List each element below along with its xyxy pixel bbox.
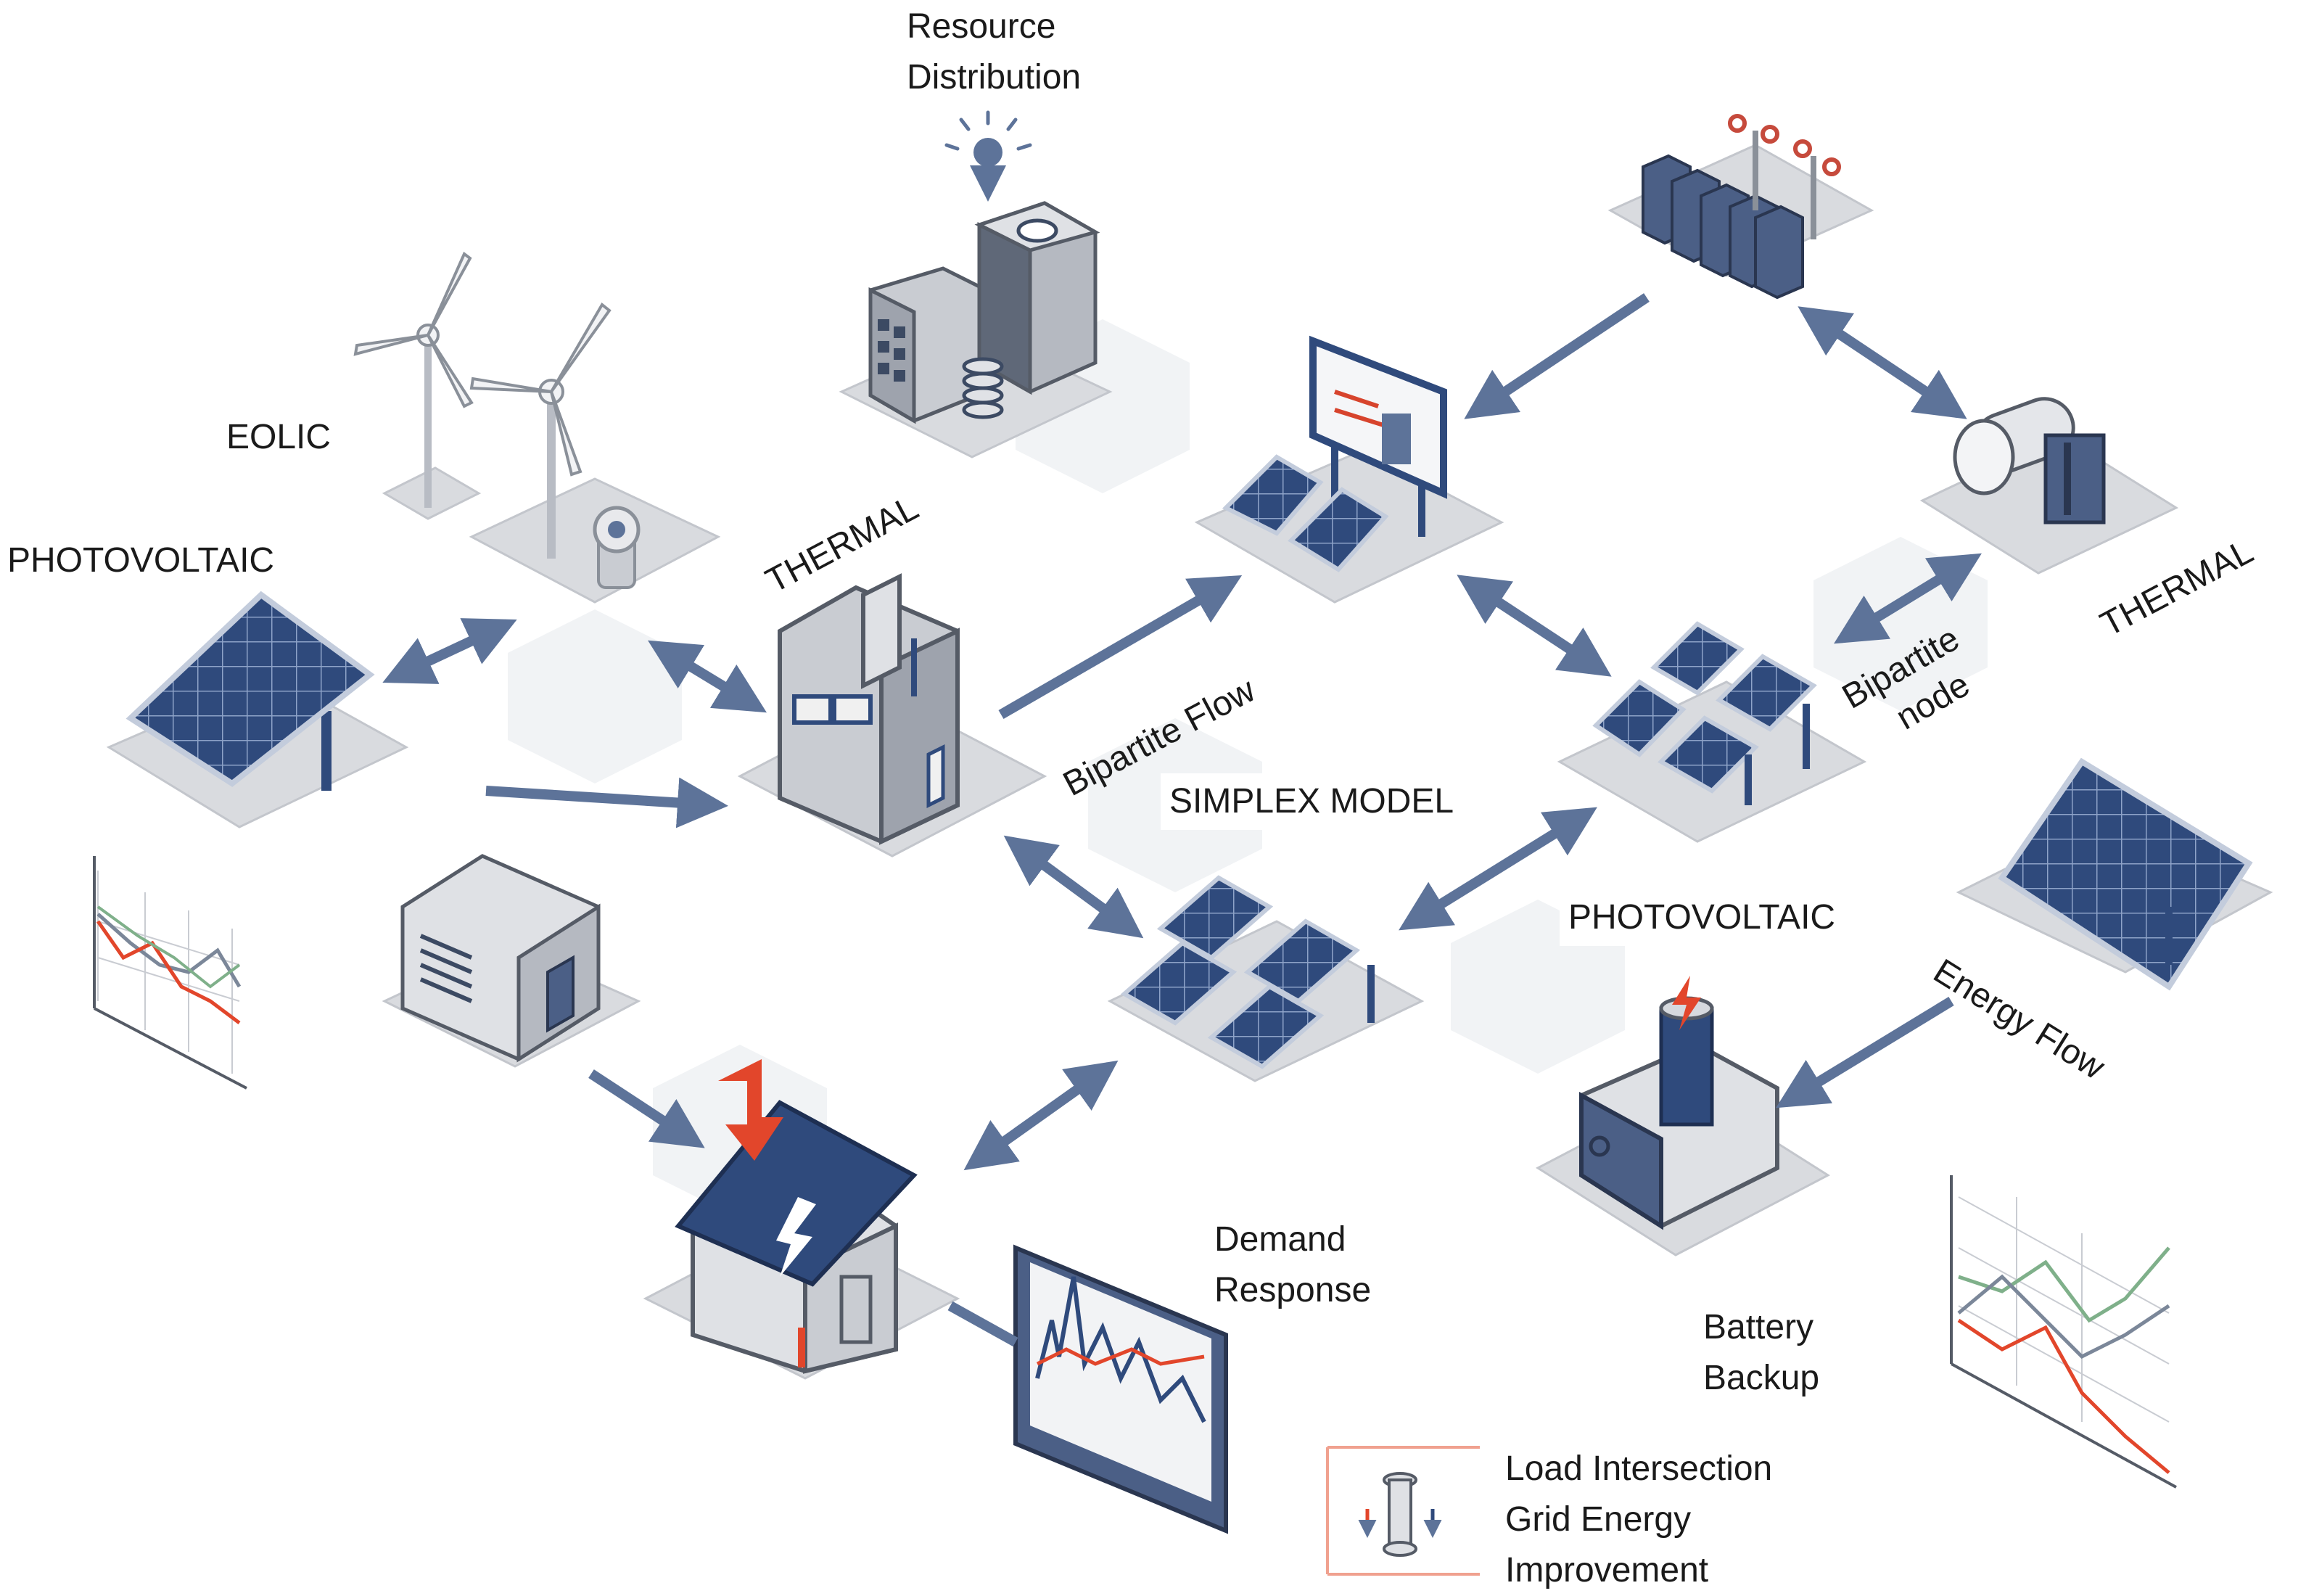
label-resource-line1: Resource	[907, 7, 1056, 46]
load-legend-icon	[1326, 1446, 1480, 1576]
thermal-generator-icon	[1953, 397, 2106, 525]
inverter-house-icon	[400, 854, 601, 1063]
pv-simplex-panels	[1120, 875, 1375, 1069]
arrow-thermal-simplex	[1003, 835, 1144, 939]
legend-text: Load Intersection Grid Energy Improvemen…	[1505, 1444, 1772, 1596]
label-photovoltaic-left: PHOTOVOLTAIC	[7, 541, 275, 580]
legend-line1: Load Intersection	[1505, 1449, 1773, 1488]
arrow-thermal-pvnode	[1834, 553, 1982, 644]
label-battery-backup: Battery Backup	[1703, 1302, 1819, 1404]
label-battery-line1: Battery	[1703, 1308, 1814, 1346]
arrow-rack-thermal	[1798, 306, 1967, 419]
arrow-inverter-house	[588, 1069, 705, 1148]
label-demand-line1: Demand	[1214, 1220, 1346, 1259]
legend-line3: Improvement	[1505, 1551, 1709, 1589]
label-resource-line2: Distribution	[907, 58, 1082, 96]
label-demand-response: Demand Response	[1206, 1212, 1380, 1319]
label-demand-line2: Response	[1214, 1271, 1372, 1309]
label-battery-line2: Backup	[1703, 1359, 1820, 1397]
battery-backup-icon	[1579, 976, 1779, 1230]
flow-arrows	[382, 293, 1982, 1171]
arrow-eolic-pv	[382, 618, 517, 684]
platform-eolic	[469, 477, 721, 604]
thermal-plant-icon	[778, 573, 960, 845]
arrow-billboard-pvnode	[1457, 575, 1612, 677]
arrow-thermal-billboard	[998, 575, 1243, 720]
battery-rack-icon	[1642, 114, 1841, 300]
pv-far-right-panels	[1998, 757, 2253, 991]
monitor-chart-icon	[947, 1244, 1228, 1534]
arrow-simplex-house	[963, 1060, 1119, 1171]
arrow-pv-thermal	[485, 777, 728, 828]
pv-node-panels	[1592, 621, 1817, 805]
resource-distribution-icon	[868, 110, 1100, 424]
arrow-pvnode-simplex	[1399, 807, 1597, 931]
billboard-icon	[1222, 335, 1447, 572]
mini-chart-left	[93, 856, 247, 1090]
smart-house-icon	[675, 1059, 918, 1374]
label-eolic: EOLIC	[226, 418, 332, 456]
legend-line2: Grid Energy	[1505, 1500, 1692, 1539]
arrow-rack-billboard	[1464, 293, 1650, 419]
solar-panel-icon	[125, 591, 375, 791]
label-resource-distribution: Resource Distribution	[907, 1, 1081, 103]
label-photovoltaic-right: PHOTOVOLTAIC	[1560, 889, 1845, 946]
arrow-eolic-thermal	[648, 640, 767, 713]
mini-chart-right	[1950, 1175, 2177, 1489]
wind-turbine-icon	[353, 251, 641, 589]
label-simplex-model: SIMPLEX MODEL	[1161, 773, 1463, 830]
arrow-energy-flow	[1776, 997, 1954, 1108]
